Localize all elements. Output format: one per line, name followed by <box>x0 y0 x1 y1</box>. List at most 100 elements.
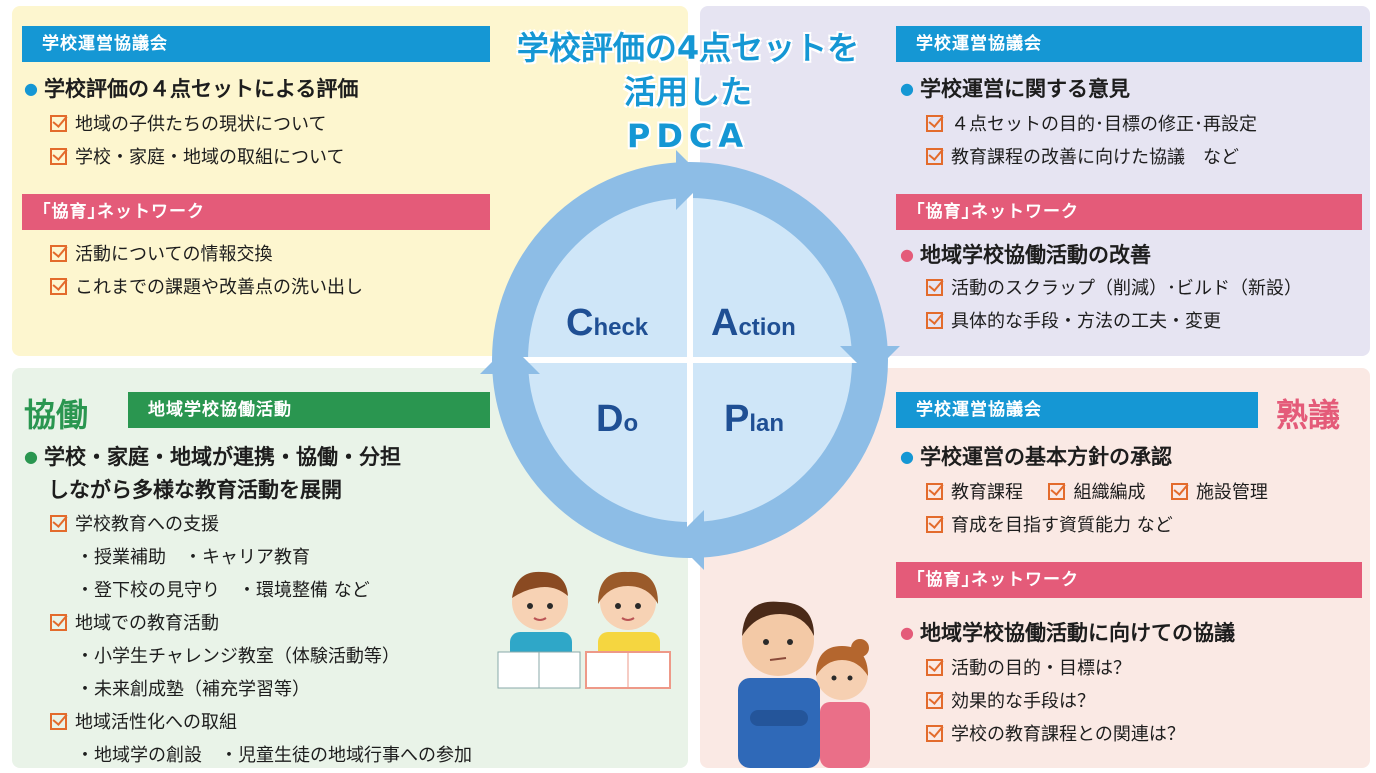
checkbox-icon <box>50 115 67 132</box>
list-item-text: 育成を目指す資質能力 など <box>951 515 1173 536</box>
checkbox-icon <box>926 659 943 676</box>
plan-keyword: 熟議 <box>1276 396 1341 434</box>
list-item-text: これまでの課題や改善点の洗い出し <box>75 277 363 298</box>
plan-council-bullet: ●学校運営の基本方針の承認 <box>900 440 1172 474</box>
list-subitem: ・登下校の見守り ・環境整備 など <box>76 580 370 601</box>
list-item: 地域活性化への取組 <box>50 706 472 739</box>
action-network-bullet-text: 地域学校協働活動の改善 <box>919 243 1151 267</box>
list-item: 活動の目的・目標は？ <box>926 652 1185 685</box>
list-item-text: 組織編成 <box>1073 482 1146 503</box>
action-council-bullet: ●学校運営に関する意見 <box>900 72 1130 106</box>
list-item-text: ４点セットの目的･目標の修正･再設定 <box>951 114 1257 135</box>
arrow-top-icon <box>676 150 706 210</box>
list-item: 効果的な手段は？ <box>926 685 1185 718</box>
check-council-bullet-text: 学校評価の４点セットによる評価 <box>43 77 359 101</box>
list-item: 学校の教育課程との関連は？ <box>926 718 1185 751</box>
bullet-dot-icon: ● <box>24 79 38 98</box>
list-item-text: 地域での教育活動 <box>75 613 219 634</box>
action-network-header: ｢協育｣ネットワーク <box>896 194 1362 230</box>
phase-do-initial: D <box>596 398 624 440</box>
list-item: 活動のスクラップ（削減）･ビルド（新設） <box>926 272 1302 305</box>
do-bullet-line1: 学校・家庭・地域が連携・協働・分担 <box>43 445 401 469</box>
plan-council-header: 学校運営協議会 <box>896 392 1258 428</box>
checkbox-icon <box>50 278 67 295</box>
list-item: 地域の子供たちの現状について <box>50 108 344 141</box>
phase-action-initial: A <box>711 302 739 344</box>
list-item: これまでの課題や改善点の洗い出し <box>50 271 363 304</box>
action-council-bullet-text: 学校運営に関する意見 <box>919 77 1130 101</box>
list-item-text: 教育課程 <box>951 482 1023 503</box>
list-item: 育成を目指す資質能力 など <box>926 509 1268 542</box>
list-item: ４点セットの目的･目標の修正･再設定 <box>926 108 1257 141</box>
list-subitem: ・地域学の創設 ・児童生徒の地域行事への参加 <box>76 745 472 766</box>
list-item-text: 地域の子供たちの現状について <box>75 114 327 135</box>
plan-network-bullet: ●地域学校協働活動に向けての協議 <box>900 616 1235 650</box>
list-item: 教育課程の改善に向けた協議 など <box>926 141 1257 174</box>
phase-do-rest: o <box>623 410 639 437</box>
center-title-line3: PDCA <box>626 117 750 155</box>
arrow-left-icon <box>480 344 540 374</box>
do-header: 地域学校協働活動 <box>128 392 490 428</box>
phase-check: Check <box>566 302 648 345</box>
plan-network-header: ｢協育｣ネットワーク <box>896 562 1362 598</box>
checkbox-icon <box>926 115 943 132</box>
phase-plan-rest: lan <box>749 410 785 437</box>
plan-council-items: 教育課程 組織編成 施設管理 育成を目指す資質能力 など <box>926 476 1268 542</box>
adults-thinking-illustration <box>738 601 870 768</box>
list-item-text: 効果的な手段は？ <box>951 691 1095 712</box>
list-item-text: 教育課程の改善に向けた協議 など <box>951 147 1239 168</box>
bullet-dot-icon: ● <box>24 447 38 466</box>
action-network-bullet: ● 地域学校協働活動の改善 <box>900 238 1151 272</box>
list-item-row: 教育課程 組織編成 施設管理 <box>926 476 1268 509</box>
bullet-dot-icon: ● <box>900 623 914 642</box>
checkbox-icon <box>926 279 943 296</box>
checkbox-icon <box>926 725 943 742</box>
checkbox-icon <box>1170 483 1188 500</box>
action-council-header: 学校運営協議会 <box>896 26 1362 62</box>
check-network-header: ｢協育｣ネットワーク <box>22 194 490 230</box>
pdca-cycle <box>480 150 900 570</box>
arrow-right-icon <box>840 346 900 376</box>
bullet-dot-icon: ● <box>900 245 914 264</box>
phase-check-initial: C <box>566 302 594 344</box>
action-network-items: 活動のスクラップ（削減）･ビルド（新設） 具体的な手段・方法の工夫・変更 <box>926 272 1302 338</box>
checkbox-icon <box>50 148 67 165</box>
do-items: 学校教育への支援 ・授業補助 ・キャリア教育 ・登下校の見守り ・環境整備 など… <box>50 508 472 772</box>
list-item-text: 活動のスクラップ（削減）･ビルド（新設） <box>951 278 1302 299</box>
center-title-line2: 活用した <box>623 73 752 111</box>
phase-plan: Plan <box>724 398 784 441</box>
check-council-header: 学校運営協議会 <box>22 26 490 62</box>
phase-action-rest: ction <box>738 314 796 341</box>
list-subitem: ・授業補助 ・キャリア教育 <box>76 547 310 568</box>
do-bullet: ● 学校・家庭・地域が連携・協働・分担 しながら多様な教育活動を展開 <box>24 440 504 507</box>
check-council-bullet: ● 学校評価の４点セットによる評価 <box>24 72 358 106</box>
checkbox-icon <box>50 245 67 262</box>
center-title: 学校評価の4点セットを 活用した PDCA <box>500 26 876 158</box>
checkbox-icon <box>926 312 943 329</box>
phase-do: Do <box>596 398 638 441</box>
check-network-items: 活動についての情報交換 これまでの課題や改善点の洗い出し <box>50 238 363 304</box>
list-subitem: ・未来創成塾（補充学習等） <box>76 679 310 700</box>
list-item: 学校・家庭・地域の取組について <box>50 141 344 174</box>
list-item: 学校教育への支援 <box>50 508 472 541</box>
phase-check-rest: heck <box>593 314 649 341</box>
list-item: 地域での教育活動 <box>50 607 472 640</box>
list-item-text: 具体的な手段・方法の工夫・変更 <box>951 311 1221 332</box>
phase-action: Action <box>711 302 796 345</box>
plan-network-items: 活動の目的・目標は？ 効果的な手段は？ 学校の教育課程との関連は？ <box>926 652 1185 751</box>
phase-plan-initial: P <box>724 398 750 440</box>
checkbox-icon <box>50 614 67 631</box>
list-subitem: ・小学生チャレンジ教室（体験活動等） <box>76 646 400 667</box>
checkbox-icon <box>50 515 67 532</box>
bullet-dot-icon: ● <box>900 447 914 466</box>
checkbox-icon <box>926 516 943 533</box>
children-reading-illustration <box>497 571 671 689</box>
list-item-text: 活動についての情報交換 <box>75 244 273 265</box>
checkbox-icon <box>926 692 943 709</box>
do-keyword: 協働 <box>24 396 89 434</box>
list-item: 具体的な手段・方法の工夫・変更 <box>926 305 1302 338</box>
do-bullet-line2: しながら多様な教育活動を展開 <box>48 478 342 502</box>
action-council-items: ４点セットの目的･目標の修正･再設定 教育課程の改善に向けた協議 など <box>926 108 1257 174</box>
list-item: 活動についての情報交換 <box>50 238 363 271</box>
check-council-items: 地域の子供たちの現状について 学校・家庭・地域の取組について <box>50 108 344 174</box>
